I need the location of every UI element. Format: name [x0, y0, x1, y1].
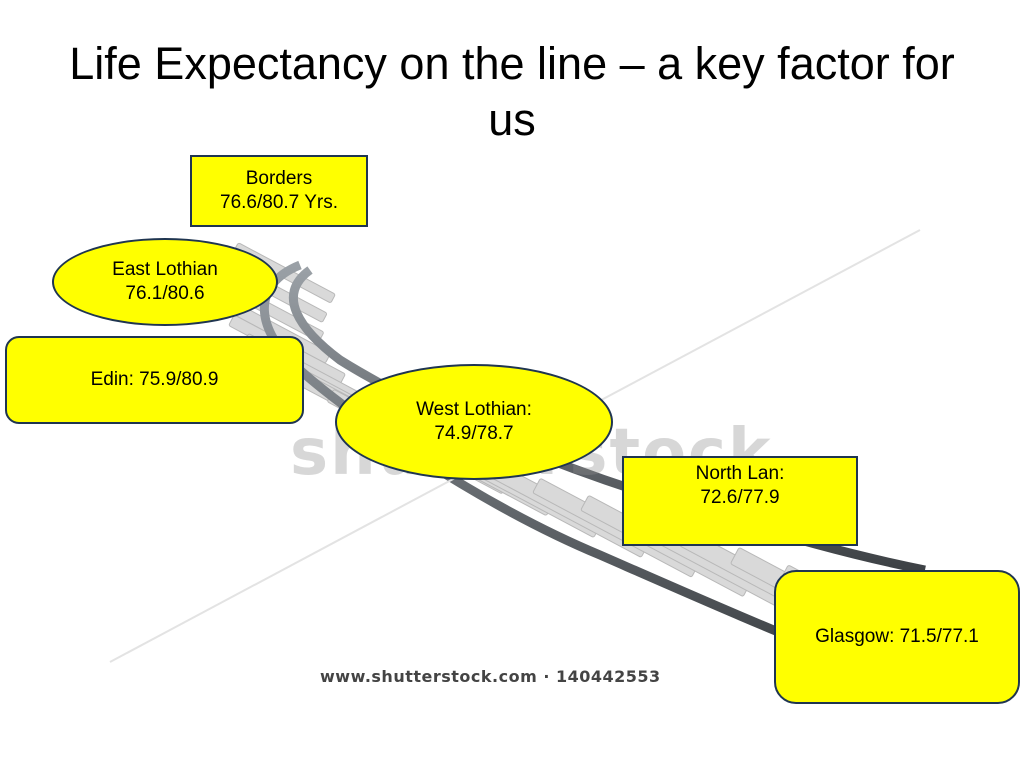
callout-east-lothian-value: 76.1/80.6 [125, 283, 205, 304]
callout-borders: Borders 76.6/80.7 Yrs. [190, 155, 368, 227]
rail-left [259, 260, 862, 670]
callout-west-lothian-value: 74.9/78.7 [434, 423, 514, 444]
callout-east-lothian: East Lothian 76.1/80.6 [52, 238, 278, 326]
slide-title: Life Expectancy on the line – a key fact… [69, 38, 955, 145]
callout-north-lan-value: 72.6/77.9 [700, 487, 780, 508]
callout-borders-value: 76.6/80.7 Yrs. [220, 192, 338, 213]
callout-north-lan-name: North Lan: [695, 463, 785, 484]
callout-borders-name: Borders [245, 168, 313, 189]
callout-north-lan: North Lan: 72.6/77.9 [622, 456, 858, 546]
callout-glasgow: Glasgow: 71.5/77.1 [774, 570, 1020, 704]
callout-east-lothian-name: East Lothian [112, 259, 218, 280]
callout-edin-text: Edin: 75.9/80.9 [90, 369, 219, 390]
callout-west-lothian-name: West Lothian: [416, 399, 532, 420]
callout-glasgow-text: Glasgow: 71.5/77.1 [815, 626, 979, 647]
callout-edin: Edin: 75.9/80.9 [5, 336, 304, 424]
watermark-url: www.shutterstock.com · 140442553 [320, 667, 661, 686]
callout-west-lothian: West Lothian: 74.9/78.7 [335, 364, 613, 480]
